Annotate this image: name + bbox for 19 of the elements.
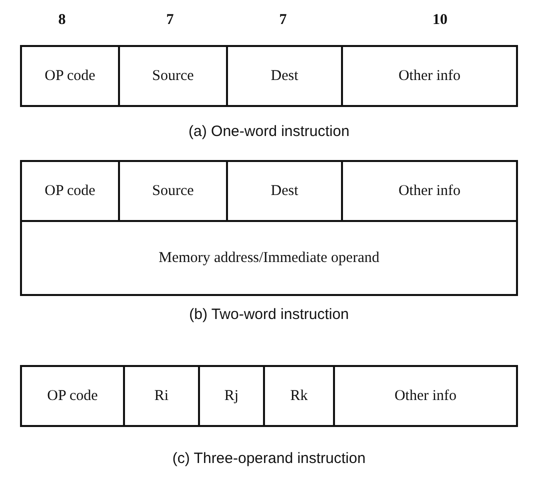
field-cell: Ri [123,365,200,427]
field-cell: OP code [20,160,120,222]
figure-caption: (a) One-word instruction [188,123,350,140]
field-cell: OP code [20,45,120,107]
field-cell: Dest [226,45,343,107]
figure-caption: (c) Three-operand instruction [172,450,366,467]
field-cell: OP code [20,365,125,427]
field-cell: Source [118,45,228,107]
field-cell: Rj [198,365,265,427]
field-cell: Memory address/Immediate operand [20,220,518,296]
field-cell: Rk [263,365,335,427]
bit-width-label: 8 [58,12,66,29]
field-cell: Other info [341,45,518,107]
bit-width-label: 10 [432,12,448,29]
bit-width-label: 7 [279,12,287,29]
field-cell: Other info [333,365,518,427]
bit-width-label: 7 [166,12,174,29]
field-cell: Other info [341,160,518,222]
figure-caption: (b) Two-word instruction [189,306,349,323]
